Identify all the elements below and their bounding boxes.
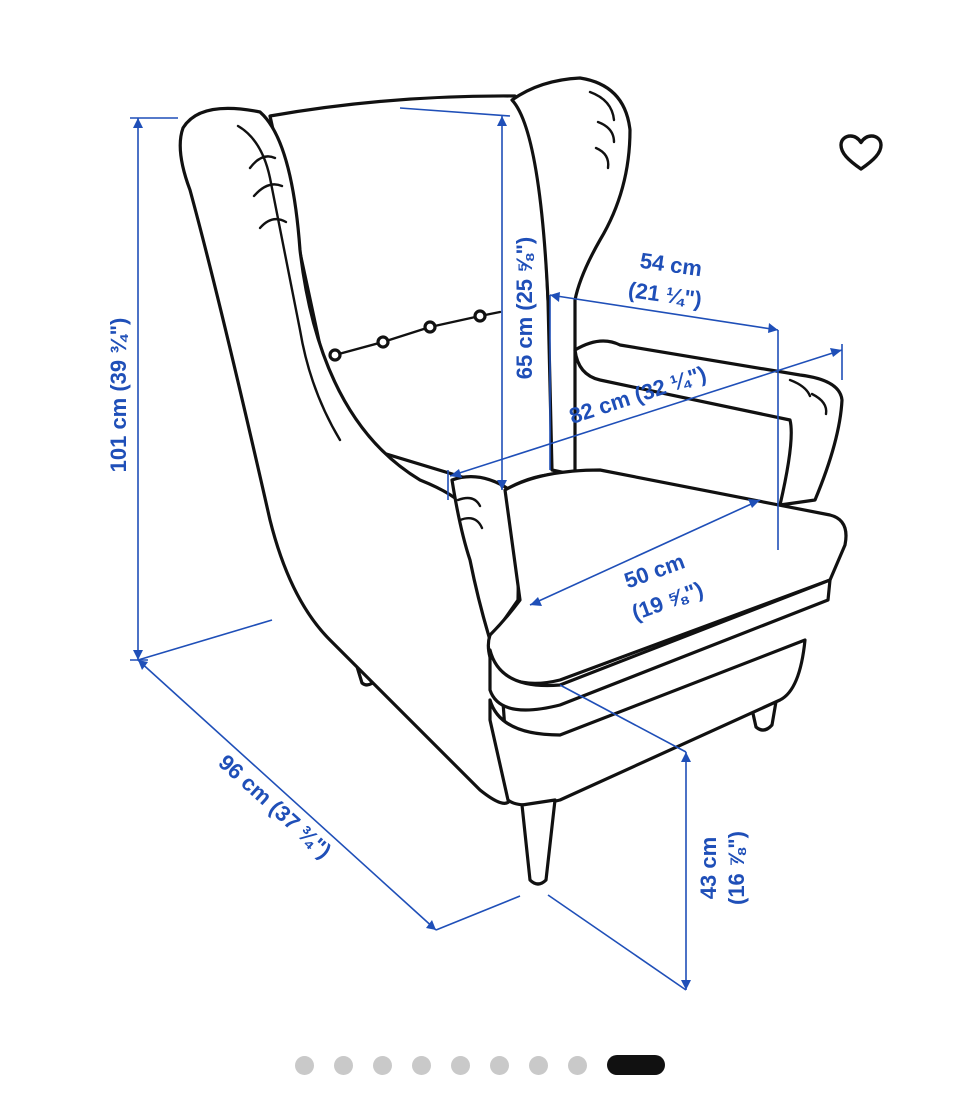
label-seat-height-inches: (16 ⅞") xyxy=(724,831,749,905)
label-total-depth: 96 cm (37 ¾") xyxy=(214,749,337,863)
carousel-dot[interactable] xyxy=(568,1055,587,1075)
carousel-dot[interactable] xyxy=(490,1055,509,1075)
carousel-dot[interactable] xyxy=(334,1055,353,1075)
heart-icon xyxy=(839,134,883,171)
image-carousel-pagination xyxy=(0,1050,960,1080)
label-seat-width-inches: (21 ¼") xyxy=(627,277,704,312)
carousel-dot[interactable] xyxy=(373,1055,392,1075)
carousel-dot[interactable] xyxy=(412,1055,431,1075)
carousel-dot[interactable] xyxy=(529,1055,548,1075)
chair-dimension-diagram: 101 cm (39 ¾") 65 cm (25 ⅝") 54 cm (21 ¼… xyxy=(106,76,848,991)
label-seat-height: 43 cm xyxy=(696,837,721,899)
label-back-height: 65 cm (25 ⅝") xyxy=(512,237,537,380)
carousel-dot[interactable] xyxy=(295,1055,314,1075)
tufting-buttons xyxy=(328,309,502,362)
label-seat-width: 54 cm xyxy=(638,248,703,281)
add-to-favorites-button[interactable] xyxy=(836,131,886,175)
dimension-lines xyxy=(130,107,843,991)
carousel-dot[interactable] xyxy=(451,1055,470,1075)
wingback-chair-illustration xyxy=(178,76,848,886)
label-total-height: 101 cm (39 ¾") xyxy=(106,318,131,473)
carousel-dot-active[interactable] xyxy=(607,1055,665,1075)
